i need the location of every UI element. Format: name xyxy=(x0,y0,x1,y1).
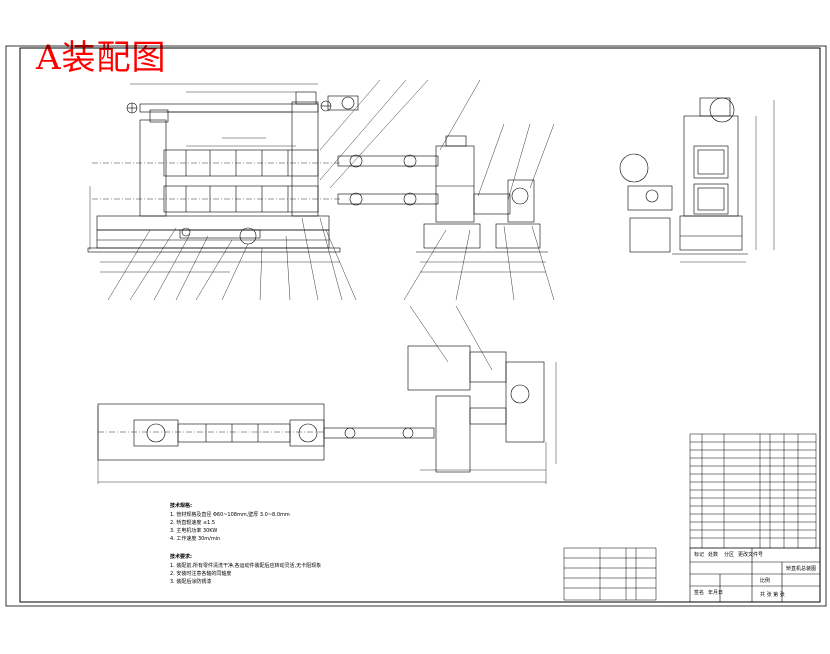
tb-row-label: 年月日 xyxy=(708,590,724,596)
tb-row-label: 处数 xyxy=(708,552,719,558)
tech-param-line: 3. 主电机功率 30KW xyxy=(170,528,218,534)
title-block xyxy=(689,547,821,603)
scale-label: 比例 xyxy=(760,578,771,584)
tb-row-label: 签名 xyxy=(694,590,705,596)
tech-req-line: 3. 装配后涂防锈漆 xyxy=(170,579,212,585)
tech-param-line: 4. 工作速度 30m/min xyxy=(170,536,221,542)
tb-row-label: 更改文件号 xyxy=(738,552,764,558)
outer-frame xyxy=(5,45,827,607)
tech-params-heading: 技术规格: xyxy=(170,503,192,509)
parts-list xyxy=(563,433,817,601)
tech-req-line: 2. 安装时注意各轴的同轴度 xyxy=(170,571,232,577)
drive-view xyxy=(337,79,555,301)
tb-row-label: 标记 xyxy=(694,552,705,558)
tech-req-heading: 技术要求: xyxy=(170,554,192,560)
tb-row-label: 分区 xyxy=(724,552,735,558)
tech-param-line: 1. 管材规格及直径 Φ60~108mm,壁厚 3.0~8.0mm xyxy=(170,512,290,518)
drawing-title: A装配图 xyxy=(36,38,167,78)
front-view xyxy=(87,79,429,301)
inner-frame xyxy=(19,47,821,603)
tech-param-line: 2. 矫直辊速度 ≤1.5 xyxy=(170,520,216,526)
technical-notes: 技术规格: 1. 管材规格及直径 Φ60~108mm,壁厚 3.0~8.0mm … xyxy=(170,502,321,586)
sheet-label: 共 张 第 张 xyxy=(760,592,785,598)
top-view xyxy=(97,305,557,484)
tech-req-line: 1. 装配前,所有零件清洗干净,各运动件装配后应转动灵活,无卡阻现象 xyxy=(170,563,322,569)
drawing-name: 矫直机总装图 xyxy=(786,566,817,572)
side-view xyxy=(619,97,775,263)
